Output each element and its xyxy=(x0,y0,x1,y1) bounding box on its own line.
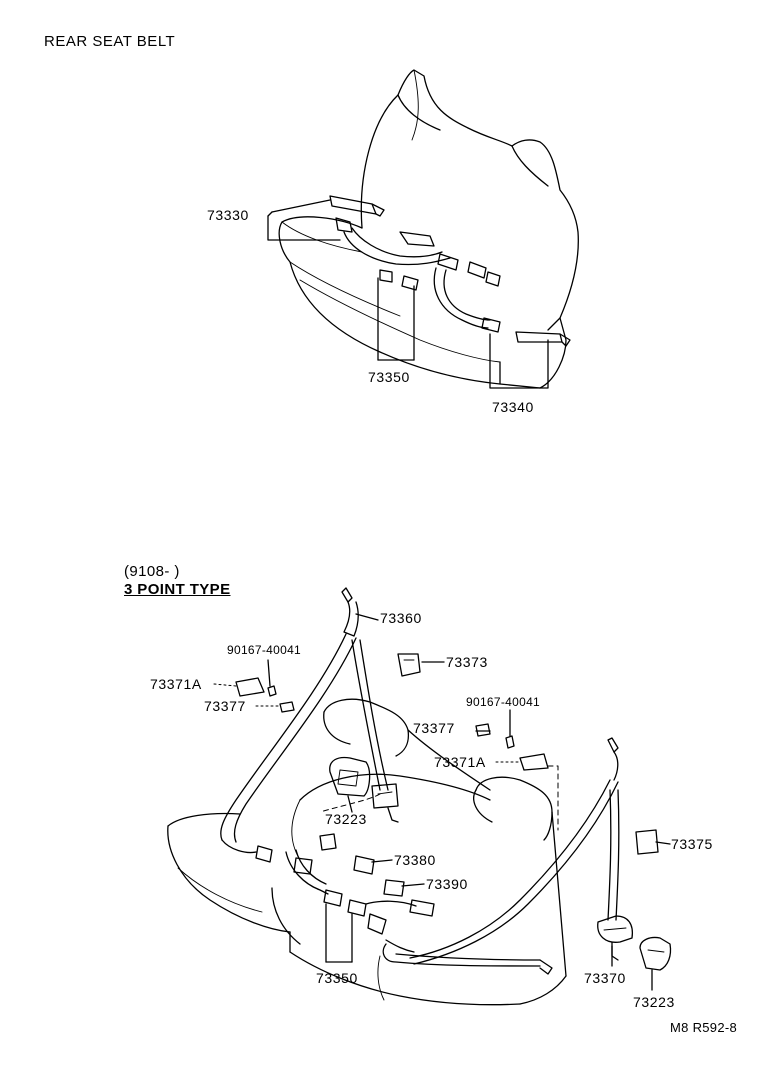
part-label-73350-bottom: 73350 xyxy=(316,970,358,986)
part-label-73380: 73380 xyxy=(394,852,436,868)
part-label-73223-left: 73223 xyxy=(325,811,367,827)
part-label-90167-40041-right: 90167-40041 xyxy=(466,695,541,709)
bottom-leaders xyxy=(213,613,671,991)
part-label-73330: 73330 xyxy=(207,207,249,223)
part-label-73373: 73373 xyxy=(446,654,488,670)
part-label-73377-left: 73377 xyxy=(204,698,246,714)
part-label-73360: 73360 xyxy=(380,610,422,626)
part-label-73390: 73390 xyxy=(426,876,468,892)
part-label-73370: 73370 xyxy=(584,970,626,986)
date-range: (9108- ) xyxy=(124,563,180,580)
top-belts xyxy=(329,195,571,347)
part-label-73375: 73375 xyxy=(671,836,713,852)
part-label-90167-40041-left: 90167-40041 xyxy=(227,643,302,657)
part-label-73340: 73340 xyxy=(492,399,534,415)
part-label-73223-right: 73223 xyxy=(633,994,675,1010)
part-label-73371a-left: 73371A xyxy=(150,676,202,692)
top-seat-outline xyxy=(278,69,579,389)
part-label-73377-right: 73377 xyxy=(413,720,455,736)
top-leaders xyxy=(267,199,549,389)
reference-code: M8 R592-8 xyxy=(670,1020,738,1035)
part-label-73371a-right: 73371A xyxy=(434,754,486,770)
part-label-73350-top: 73350 xyxy=(368,369,410,385)
page-title: REAR SEAT BELT xyxy=(44,33,176,50)
section-type-label: 3 POINT TYPE xyxy=(124,581,231,598)
bottom-belts xyxy=(220,587,672,975)
bottom-seat-outline xyxy=(167,698,567,1006)
